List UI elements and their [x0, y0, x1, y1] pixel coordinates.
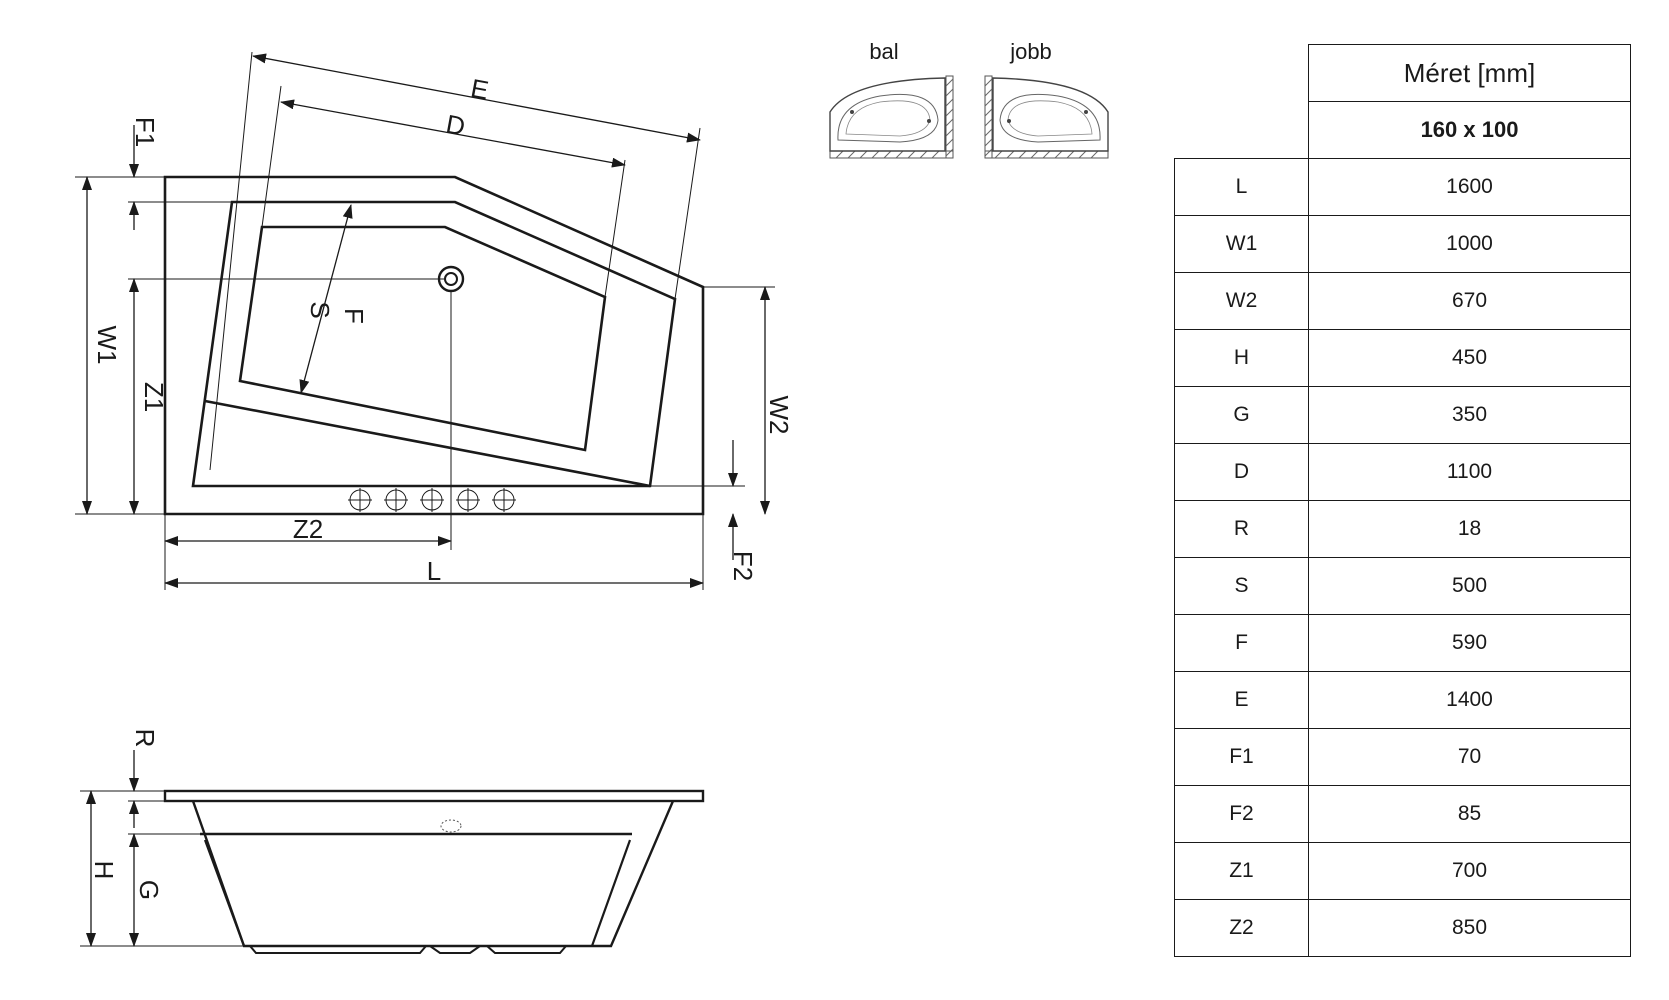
- extension-lines: [75, 51, 775, 590]
- side-outer-shell: [191, 800, 675, 948]
- dim-S-F: [299, 204, 353, 394]
- label-G: G: [134, 880, 164, 900]
- label-L: L: [427, 556, 441, 586]
- row-key: H: [1174, 329, 1309, 387]
- tub-outer-outline: [163, 175, 705, 516]
- dimension-lines: [82, 53, 770, 588]
- row-value: 670: [1308, 272, 1631, 330]
- row-key: F: [1174, 614, 1309, 672]
- row-value: 590: [1308, 614, 1631, 672]
- row-value: 1000: [1308, 215, 1631, 273]
- variant-right-label: jobb: [1009, 39, 1052, 64]
- label-R: R: [130, 729, 160, 748]
- row-value: 450: [1308, 329, 1631, 387]
- tub-basin: [238, 225, 607, 452]
- top-view: E D F1 W1 Z1 W2 Z2 L F2 S F: [75, 51, 794, 590]
- label-E: E: [468, 73, 491, 106]
- variant-right: jobb: [984, 39, 1109, 159]
- row-key: Z2: [1174, 899, 1309, 957]
- label-W2: W2: [764, 396, 794, 435]
- row-value: 700: [1308, 842, 1631, 900]
- seat-edge: [204, 399, 651, 488]
- row-key: D: [1174, 443, 1309, 501]
- side-feet: [249, 945, 567, 954]
- jet-nozzle: [492, 488, 516, 512]
- row-key: L: [1174, 158, 1309, 216]
- tub-rim-inner: [191, 200, 677, 488]
- label-F: F: [339, 308, 369, 324]
- label-H: H: [89, 861, 119, 880]
- side-rim: [163, 789, 705, 803]
- row-key: W2: [1174, 272, 1309, 330]
- label-Z2: Z2: [293, 514, 323, 544]
- row-value: 1600: [1308, 158, 1631, 216]
- table-model: 160 x 100: [1308, 101, 1631, 159]
- row-value: 70: [1308, 728, 1631, 786]
- side-drain: [440, 819, 462, 833]
- label-S: S: [305, 301, 335, 318]
- label-F1: F1: [130, 117, 160, 147]
- jet-nozzle: [348, 488, 372, 512]
- row-key: Z1: [1174, 842, 1309, 900]
- row-key: F1: [1174, 728, 1309, 786]
- label-Z1: Z1: [139, 382, 169, 412]
- side-view: R H G: [80, 729, 705, 954]
- row-value: 1400: [1308, 671, 1631, 729]
- jet-nozzles: [348, 488, 516, 512]
- row-key: G: [1174, 386, 1309, 444]
- row-value: 500: [1308, 557, 1631, 615]
- row-value: 350: [1308, 386, 1631, 444]
- label-D: D: [444, 109, 468, 142]
- row-value: 18: [1308, 500, 1631, 558]
- table-header-row: Méret [mm]: [1175, 44, 1631, 102]
- row-key: R: [1174, 500, 1309, 558]
- row-key: E: [1174, 671, 1309, 729]
- row-key: S: [1174, 557, 1309, 615]
- row-value: 85: [1308, 785, 1631, 843]
- jet-nozzle: [384, 488, 408, 512]
- variant-left-label: bal: [869, 39, 898, 64]
- label-F2: F2: [728, 551, 758, 581]
- row-value: 1100: [1308, 443, 1631, 501]
- jet-nozzle: [456, 488, 480, 512]
- label-W1: W1: [92, 326, 122, 365]
- row-value: 850: [1308, 899, 1631, 957]
- table-header: Méret [mm]: [1308, 44, 1631, 102]
- variant-left: bal: [829, 39, 954, 159]
- jet-nozzle: [420, 488, 444, 512]
- side-inner-shell: [203, 839, 632, 947]
- row-key: W1: [1174, 215, 1309, 273]
- table-model-row: 160 x 100: [1175, 101, 1631, 159]
- dim-D: [280, 99, 626, 168]
- row-key: F2: [1174, 785, 1309, 843]
